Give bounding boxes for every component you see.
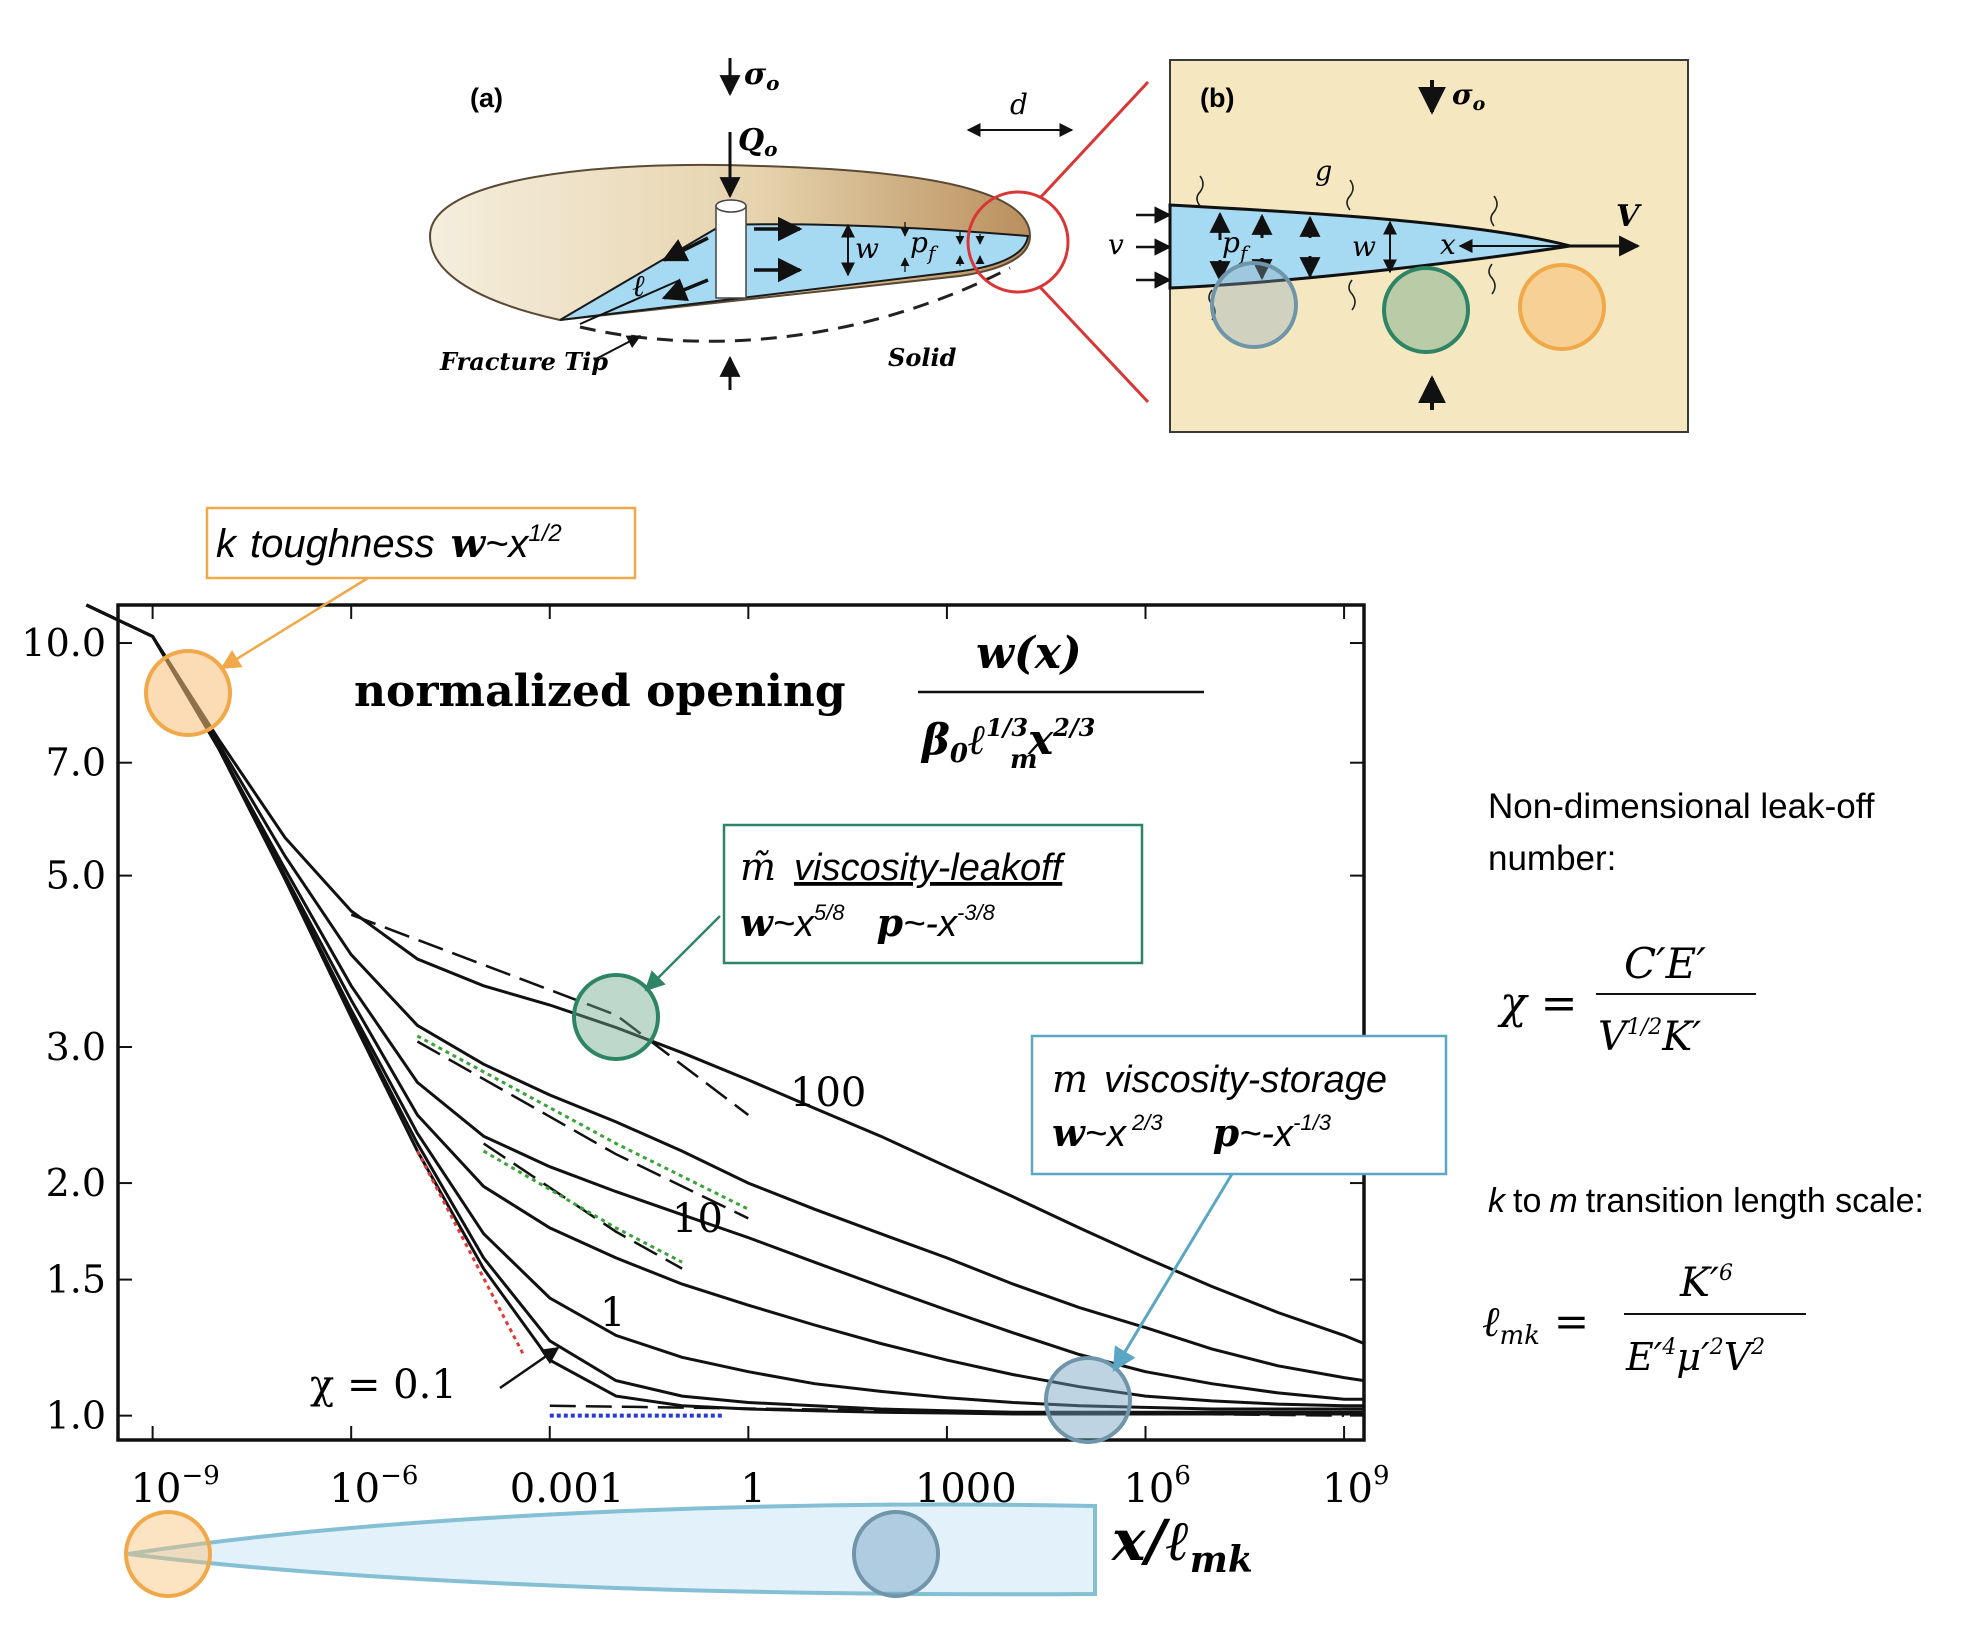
pressure-label-a: p <box>910 226 928 259</box>
title-denominator-sub-m: m <box>1010 745 1038 775</box>
leakoff-callout-box <box>722 823 1144 965</box>
x-tick-label-2: 0.001 <box>510 1466 625 1512</box>
profile-toughness-circle <box>124 1510 212 1598</box>
chart-leakoff-circle <box>572 973 660 1061</box>
chi-label-arrow <box>499 1346 560 1390</box>
title-fraction-numerator: w(x) <box>976 628 1082 679</box>
x-tick-label-0: 10−9 <box>131 1461 220 1512</box>
x-tick-label-3: 1 <box>740 1466 765 1512</box>
svg-text:σo: σo <box>1452 78 1486 115</box>
asymptote-green-dotted-4 <box>416 1034 749 1211</box>
leakoff-definition-line1: Non-dimensional leak-off <box>1488 787 1875 826</box>
chi-formula-lhs: χ = <box>1497 978 1578 1029</box>
zoom-circle <box>966 190 1070 294</box>
fracture-profile <box>127 1502 1097 1597</box>
pressure-arrows-a <box>900 222 985 272</box>
asymptote-dashed-0 <box>350 913 750 1116</box>
fracture-profile-schematic <box>124 1502 1097 1598</box>
asymptote-green-dotted-5 <box>482 1149 683 1264</box>
chart-storage-circle <box>1044 1356 1132 1444</box>
width-label-a: w <box>855 232 879 265</box>
y-tick-label-0: 1.0 <box>46 1394 106 1438</box>
pressure-arrows-b <box>1209 211 1321 283</box>
series-label-6: χ = 0.1 <box>310 1362 457 1408</box>
asymptote-dashed-3 <box>549 1404 1345 1417</box>
sigma-b: σ <box>1452 78 1473 111</box>
pressure-label-b: p <box>1222 226 1240 259</box>
title-fraction-denominator: β0ℓ1/3x2/3 <box>920 713 1095 769</box>
asymptote-dashed-2 <box>482 1142 683 1270</box>
panel-a-label: (a) <box>470 83 503 113</box>
chart-curve-labels: 100 10 1 χ = 0.1 <box>310 1070 866 1408</box>
lmk-formula-lhs: ℓmk= <box>1482 1297 1589 1351</box>
svg-text:σo: σo <box>744 57 779 95</box>
panel-b-tip-zoom: (b) σo V v g pf w x <box>1108 59 1689 433</box>
series-line-1 <box>85 603 1365 1383</box>
asymptote-dashed-1 <box>416 1040 749 1220</box>
x-tick-label-6: 109 <box>1322 1461 1389 1512</box>
series-line-3 <box>85 603 1364 1408</box>
chi-formula-numerator: C′E′ <box>1624 939 1706 988</box>
region-circle-toughness-marker <box>1518 263 1606 351</box>
panel-b-label: (b) <box>1200 83 1234 113</box>
velocity-label: V <box>1616 199 1642 234</box>
solid-label: Solid <box>888 343 957 372</box>
inflow-label: v <box>1108 228 1124 261</box>
x-tick-label-5: 106 <box>1123 1461 1190 1512</box>
chart-curves <box>85 603 1365 1416</box>
tip-label: Fracture Tip <box>439 347 608 376</box>
distance-label: d <box>1010 88 1028 121</box>
y-tick-label-5: 7.0 <box>46 741 106 785</box>
panel-a-schematic: (a) σo Qo d ℓ w pf Fracture Ti <box>428 57 1150 404</box>
series-label-4: 1 <box>600 1290 625 1336</box>
y-tick-label-6: 10.0 <box>21 621 106 665</box>
profile-storage-circle <box>852 1510 940 1598</box>
y-tick-label-2: 2.0 <box>46 1161 106 1205</box>
region-circle-viscosity-marker <box>1382 266 1470 354</box>
chart-toughness-circle <box>144 649 232 737</box>
wellbore <box>715 205 747 299</box>
series-label-2: 10 <box>672 1196 723 1242</box>
series-label-0: 100 <box>790 1070 866 1116</box>
lmk-formula-denominator: E′4μ′2V2 <box>1625 1335 1765 1379</box>
lmk-formula-numerator: K′6 <box>1679 1260 1733 1306</box>
x-tick-label-1: 10−6 <box>329 1461 418 1512</box>
leakoff-g-label: g <box>1315 156 1332 187</box>
series-line-2 <box>85 603 1364 1401</box>
series-line-5 <box>85 603 1364 1414</box>
series-line-6 <box>85 603 1364 1416</box>
toughness-callout-box <box>205 506 637 580</box>
chart-asymptotes <box>350 913 1345 1418</box>
svg-text:Qo: Qo <box>738 123 777 161</box>
y-tick-label-1: 1.5 <box>46 1258 106 1302</box>
y-tick-label-4: 5.0 <box>46 854 106 898</box>
x-label-b: x <box>1440 228 1456 261</box>
asymptote-red-dotted-6 <box>416 1150 525 1356</box>
chi-formula-denominator: V1/2K′ <box>1598 1014 1701 1060</box>
series-line-0 <box>85 603 1365 1345</box>
leakoff-callout-line1: m̃viscosity-leakoff <box>740 845 1066 889</box>
flow-rate-label: Q <box>738 123 764 158</box>
plot-frame <box>116 603 1366 1442</box>
x-axis-label: x/ℓmk <box>1111 1508 1253 1581</box>
storage-callout-box <box>1030 1034 1448 1176</box>
y-tick-label-3: 3.0 <box>46 1025 106 1069</box>
leakoff-definition-line2: number: <box>1488 839 1616 878</box>
length-label: ℓ <box>632 269 645 304</box>
chart-title: normalized opening <box>354 666 846 717</box>
series-line-4 <box>85 603 1364 1411</box>
region-circle-leakoff-marker <box>1210 261 1298 349</box>
sigma-a: σ <box>744 57 767 92</box>
width-label-b: w <box>1352 230 1376 263</box>
